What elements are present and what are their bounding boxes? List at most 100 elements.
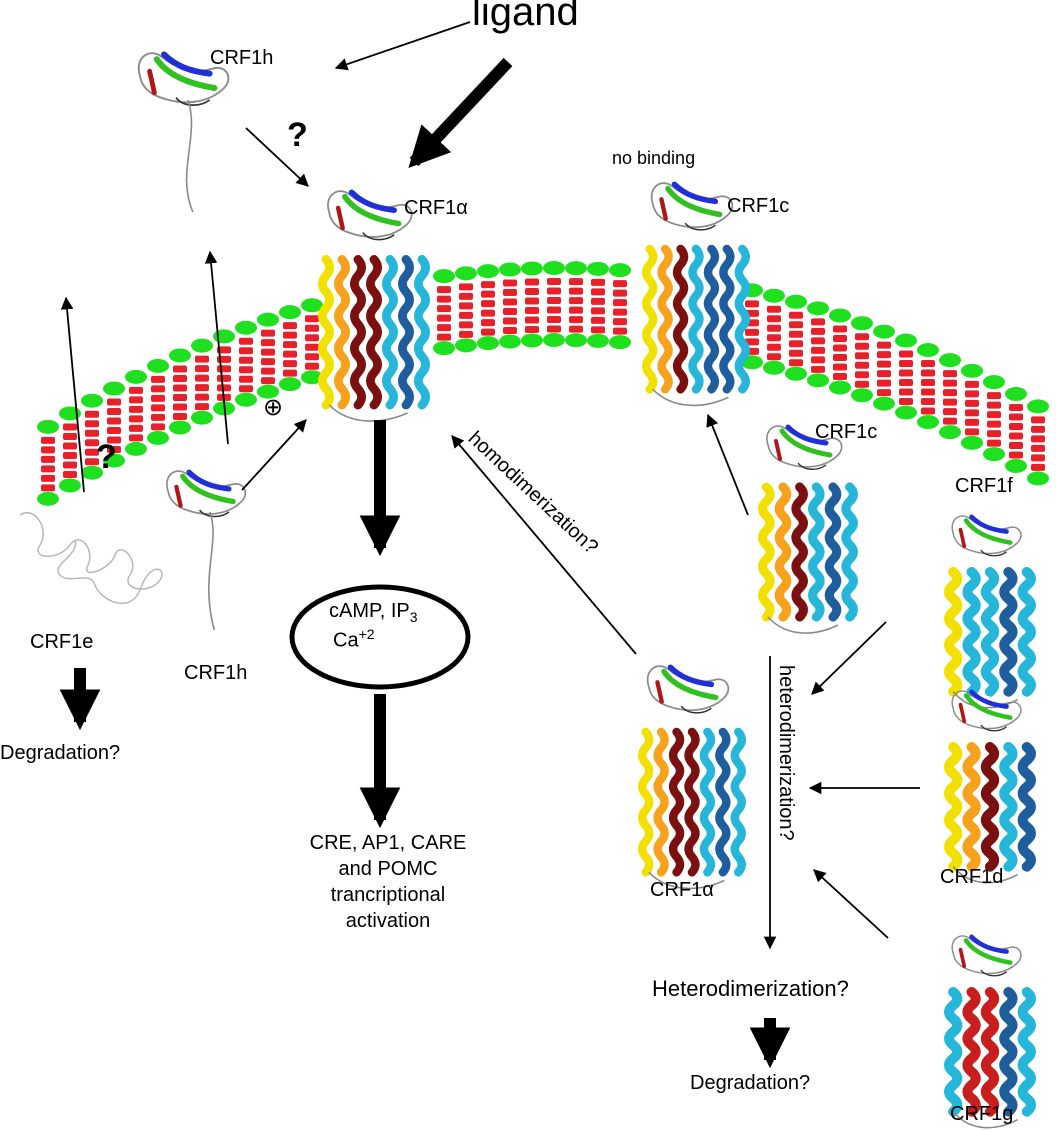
lipid-tail (811, 327, 825, 335)
lipid-head-outer (191, 338, 213, 353)
beta-sheet-green (963, 518, 1013, 545)
lipid-head-outer (917, 343, 939, 358)
lipid-tail (899, 369, 913, 377)
lipid-tail (789, 349, 803, 357)
degradation-left-label: Degradation? (0, 742, 121, 764)
ecto-loop (327, 190, 413, 238)
lipid-tail (481, 300, 495, 308)
alpha-helix (758, 482, 775, 622)
lipid-head-outer (169, 348, 191, 363)
calcium-label: Ca+2 (333, 627, 375, 651)
lipid-tail (1009, 451, 1023, 459)
alpha-helix (980, 741, 1000, 872)
lipid-tail (833, 344, 847, 352)
lipid-tail (547, 297, 561, 305)
lipid-tail (965, 380, 979, 388)
lipid-head-inner (147, 430, 169, 445)
lipid-tail (151, 375, 165, 383)
lipid-head-outer (477, 264, 499, 279)
beta-strand-red (958, 702, 967, 724)
lipid-head-outer (279, 305, 301, 320)
lipid-tail (965, 428, 979, 436)
crf1h-to-crf1a-arrow (245, 127, 309, 187)
lipid-tail (151, 394, 165, 402)
lipid-tail (41, 446, 55, 454)
lipid-pair (587, 261, 609, 348)
lipid-tail (613, 299, 627, 307)
lipid-head-inner (257, 384, 279, 399)
lipid-tail (987, 401, 1001, 409)
ecto-domain (327, 189, 413, 241)
ecto-domain (951, 689, 1022, 732)
beta-strand-red (958, 947, 967, 969)
homodimerization-arrow (451, 435, 637, 655)
lipid-tail (613, 327, 627, 335)
alpha-symbol-top: α (456, 197, 468, 219)
ecto-loop-dark (198, 509, 230, 518)
lipid-tail (195, 384, 209, 392)
lipid-tail (591, 326, 605, 334)
lipid-pair (961, 363, 983, 450)
lipid-tail (261, 377, 275, 385)
lipid-tail (481, 309, 495, 317)
lipid-head-inner (961, 435, 983, 450)
lipid-pair (279, 305, 301, 392)
lipid-tail (481, 290, 495, 298)
lipid-tail (239, 375, 253, 383)
lipid-head-inner (1027, 471, 1049, 486)
lipid-head-inner (477, 336, 499, 351)
lipid-head-outer (763, 288, 785, 303)
alpha-helix (334, 255, 350, 410)
alpha-helix (944, 741, 963, 872)
lipid-tail (921, 360, 935, 368)
lipid-tail (569, 306, 583, 314)
lipid-pair (169, 348, 191, 435)
lipid-tail (767, 305, 781, 313)
lipid-tail (129, 396, 143, 404)
lipid-head-inner (169, 420, 191, 435)
ecto-loop-dark (980, 549, 1007, 557)
beta-strand-red (335, 205, 345, 231)
beta-sheet-green (963, 693, 1013, 720)
question-mark-left: ? (96, 438, 117, 476)
lipid-tail (943, 370, 957, 378)
lipid-head-outer (521, 261, 543, 276)
intracellular-loop (952, 1111, 1018, 1129)
lipid-pair (103, 381, 125, 468)
lipid-tail (195, 393, 209, 401)
lipid-pair (521, 261, 543, 348)
transmembrane-helix-bundle (944, 986, 1036, 1129)
lipid-tail (481, 328, 495, 336)
pathway-arrows (59, 21, 920, 1069)
alpha-helix (653, 727, 669, 877)
lipid-head-inner (1005, 458, 1027, 473)
lipid-tail (173, 384, 187, 392)
beta-sheet-blue (161, 51, 213, 77)
crf1g-to-heterodimer-arrow (813, 869, 889, 939)
lipid-tail (547, 278, 561, 286)
lipid-tail (613, 318, 627, 326)
ligand-to-crf1h-arrow (334, 21, 471, 71)
lipid-tail (437, 333, 451, 341)
heterodimerization-vertical-label: heterodimerization? (775, 665, 797, 841)
lipid-tail (503, 317, 517, 325)
lipid-head-outer (587, 261, 609, 276)
lipid-tail (943, 398, 957, 406)
alpha-helix (1017, 741, 1036, 872)
lipid-tail (459, 311, 473, 319)
lipid-head-inner (785, 366, 807, 381)
ca-text: Ca (333, 629, 359, 652)
lipid-tail (261, 339, 275, 347)
lipid-tail (459, 321, 473, 329)
lipid-tail (987, 439, 1001, 447)
lipid-tail (811, 346, 825, 354)
lipid-tail (129, 434, 143, 442)
crf1-alpha-bottom-name: CRF1 (650, 879, 703, 901)
lipid-tail (129, 405, 143, 413)
intracellular-loop (767, 616, 839, 634)
c-terminal-tail (208, 511, 215, 631)
ecto-loop (951, 690, 1022, 730)
lipid-tail (305, 362, 319, 370)
lipid-tail (283, 369, 297, 377)
lipid-head-outer (785, 294, 807, 309)
